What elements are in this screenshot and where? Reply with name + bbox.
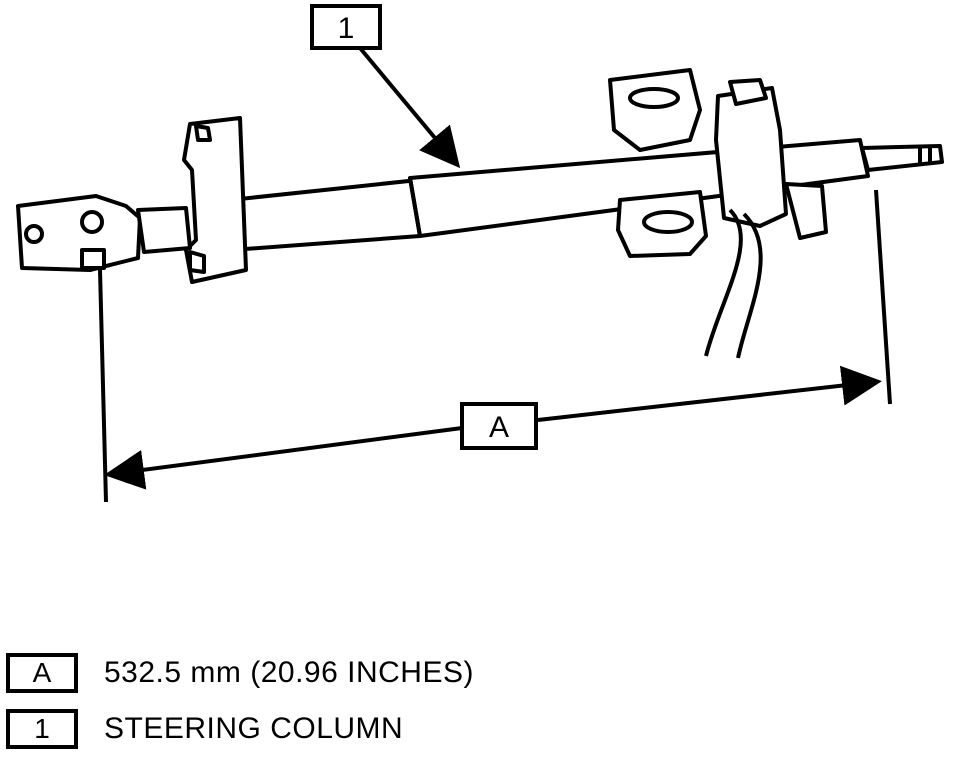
legend-key: A bbox=[6, 653, 78, 693]
part-callout-1-label: 1 bbox=[338, 12, 355, 45]
legend-text: STEERING COLUMN bbox=[104, 712, 404, 745]
dimension-a: A bbox=[98, 189, 892, 503]
legend-row: A 532.5 mm (20.96 INCHES) bbox=[6, 652, 474, 694]
legend-row: 1 STEERING COLUMN bbox=[6, 708, 474, 750]
legend-key: 1 bbox=[6, 709, 78, 749]
steering-column-illustration bbox=[16, 68, 944, 359]
legend: A 532.5 mm (20.96 INCHES) 1 STEERING COL… bbox=[6, 652, 474, 764]
dimension-a-label: A bbox=[489, 411, 509, 444]
part-callout-1: 1 bbox=[310, 4, 461, 169]
legend-text: 532.5 mm (20.96 INCHES) bbox=[104, 656, 474, 689]
